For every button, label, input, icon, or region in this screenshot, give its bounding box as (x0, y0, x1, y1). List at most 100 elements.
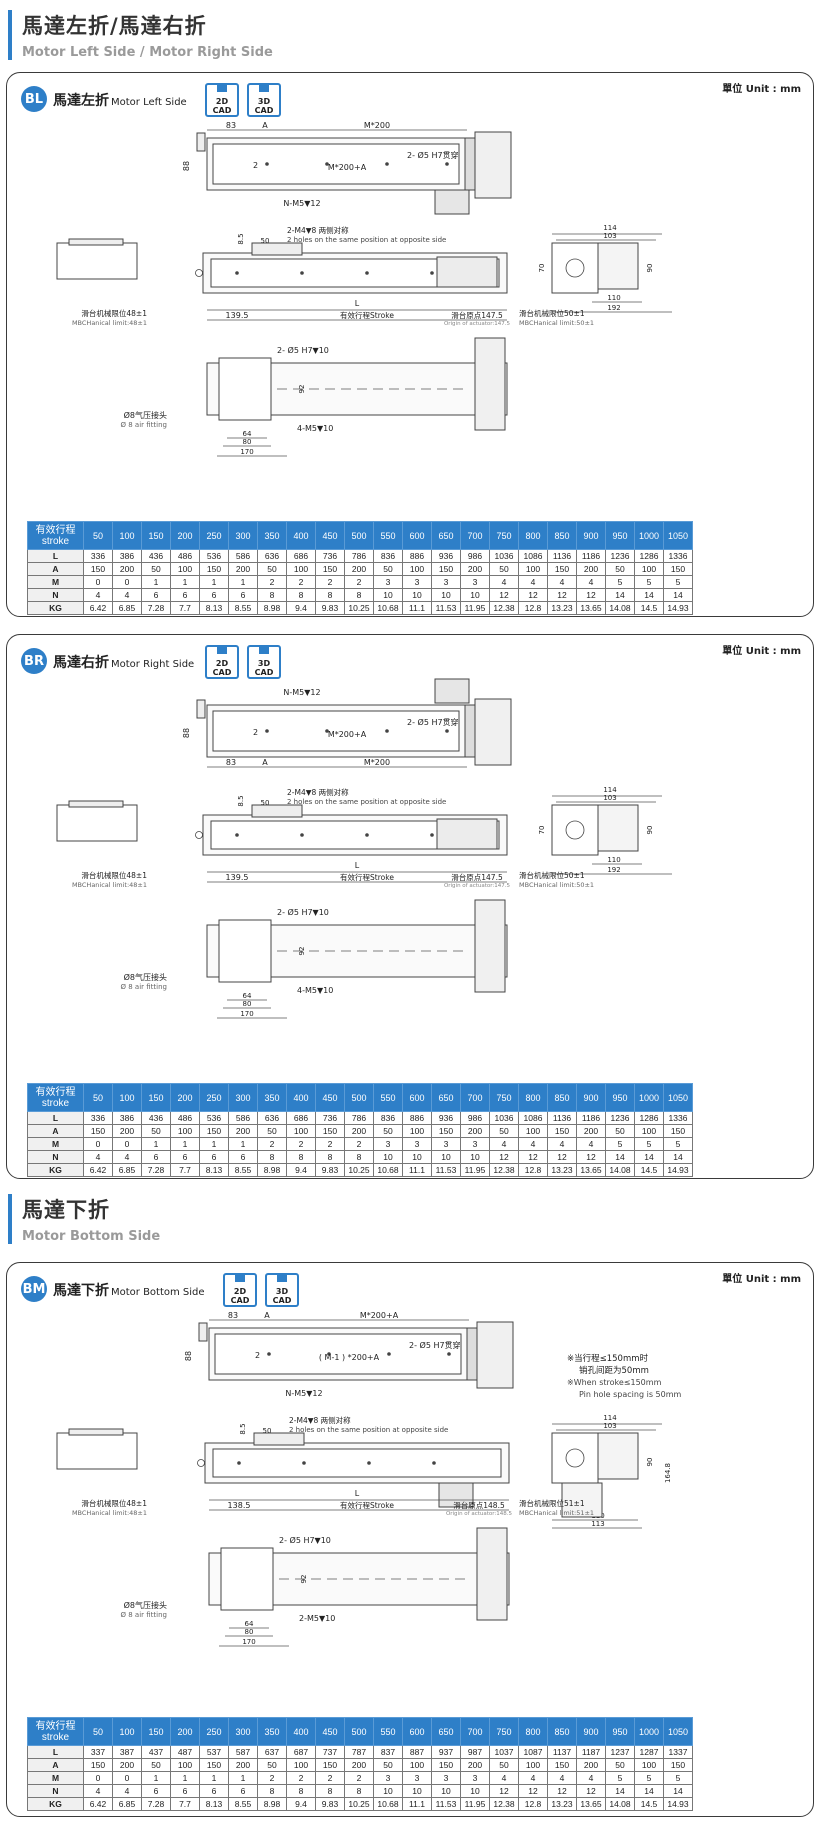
stroke-column-header: 950 (605, 1083, 635, 1112)
table-cell: 1186 (576, 1111, 606, 1125)
table-cell: 9.83 (315, 1797, 345, 1811)
table-cell: 1287 (634, 1745, 664, 1759)
table-cell: 936 (431, 1111, 461, 1125)
dimension-label: 50 (261, 237, 270, 245)
table-cell: 10 (460, 588, 490, 602)
table-cell: 2 (315, 575, 345, 589)
table-cell: 50 (257, 1124, 287, 1138)
table-cell: 1 (228, 1771, 258, 1785)
table-cell: 14.5 (634, 1163, 664, 1177)
dimension-label: Origin of actuator:147.5 (444, 321, 511, 327)
table-cell: 8 (344, 588, 374, 602)
table-cell: 1136 (547, 549, 577, 563)
dimension-label: 114 (603, 224, 617, 232)
table-cell: 200 (112, 1758, 142, 1772)
table-cell: 1036 (489, 1111, 519, 1125)
end-view-lip (68, 1428, 124, 1436)
cad-word: CAD (254, 668, 274, 677)
air-fitting (196, 132, 206, 152)
table-cell: 1336 (663, 549, 693, 563)
table-cell: 2 (286, 575, 316, 589)
table-cell: 536 (199, 549, 229, 563)
table-cell: 12 (518, 588, 548, 602)
dimension-label: 164.8 (664, 1463, 672, 1483)
hole-mark (430, 833, 434, 837)
dimension-label: 90 (646, 264, 654, 273)
table-cell: 14 (663, 1150, 693, 1164)
stroke-column-header: 950 (605, 521, 635, 550)
table-cell: 0 (83, 575, 113, 589)
table-cell: 3 (402, 1137, 432, 1151)
table-cell: 50 (605, 1124, 635, 1138)
table-cell: 100 (634, 1758, 664, 1772)
stroke-column-header: 650 (431, 521, 461, 550)
table-cell: 4 (489, 1771, 519, 1785)
table-cell: 386 (112, 1111, 142, 1125)
hole-mark (387, 1352, 391, 1356)
stroke-column-header: 250 (199, 521, 229, 550)
dimension-label: 70 (538, 826, 546, 835)
table-cell: 6 (199, 1784, 229, 1798)
stroke-column-header: 600 (402, 1717, 432, 1746)
table-cell: 11.95 (460, 601, 490, 615)
dimension-label: 滑台机械限位48±1 (81, 870, 147, 880)
motor-side (436, 256, 498, 288)
table-cell: 4 (112, 1150, 142, 1164)
dimension-label: L (355, 861, 360, 870)
dimension-label: N-M5▼12 (285, 1389, 322, 1398)
table-cell: 8 (257, 1784, 287, 1798)
table-cell: 687 (286, 1745, 316, 1759)
table-cell: 886 (402, 549, 432, 563)
row-label: L (27, 1111, 84, 1125)
stroke-header-en: stroke (41, 535, 70, 547)
table-cell: 786 (344, 1111, 374, 1125)
table-cell: 3 (460, 1137, 490, 1151)
table-cell: 336 (83, 549, 113, 563)
table-cell: 100 (634, 562, 664, 576)
table-cell: 8 (286, 1784, 316, 1798)
dimension-label: M*200+A (328, 163, 367, 172)
air-fitting (196, 699, 206, 719)
table-cell: 5 (634, 575, 664, 589)
table-cell: 5 (634, 1137, 664, 1151)
cad-2d-label: 2D (215, 97, 229, 106)
table-cell: 12 (547, 588, 577, 602)
table-cell: 14.08 (605, 1797, 635, 1811)
table-cell: 2 (257, 1137, 287, 1151)
table-cell: 1 (141, 1771, 171, 1785)
dimension-label: MBCHanical limit:48±1 (72, 319, 147, 327)
table-cell: 10 (460, 1784, 490, 1798)
table-cell: 14 (663, 1784, 693, 1798)
dimension-label: A (262, 121, 268, 130)
table-cell: 14.5 (634, 601, 664, 615)
actuator-inner (212, 710, 460, 752)
table-cell: 7.28 (141, 1163, 171, 1177)
dimension-label: 2-M4▼8 两侧对称 (287, 225, 349, 235)
table-cell: 150 (431, 562, 461, 576)
table-cell: 636 (257, 549, 287, 563)
table-cell: 8.55 (228, 1797, 258, 1811)
dimension-label: 103 (603, 1422, 616, 1430)
motor-bottom-view (474, 899, 506, 993)
table-cell: 4 (112, 588, 142, 602)
table-cell: 200 (460, 562, 490, 576)
dimension-label: 192 (607, 304, 620, 312)
hole-mark (195, 269, 203, 277)
table-cell: 14.93 (663, 1163, 693, 1177)
hole-mark (445, 729, 449, 733)
dimension-label: 83 (228, 1311, 238, 1320)
table-cell: 150 (315, 562, 345, 576)
